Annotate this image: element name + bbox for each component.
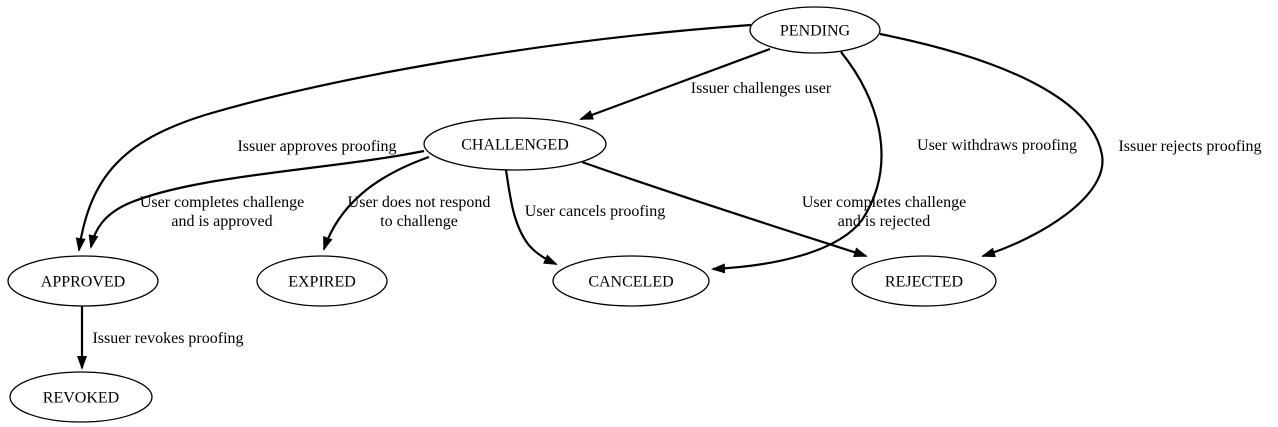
node-ellipse-revoked xyxy=(9,371,153,423)
edge-label-pending-to-rejected: Issuer rejects proofing xyxy=(1118,138,1261,155)
node-label-pending: PENDING xyxy=(780,23,851,40)
edge-pending-to-canceled xyxy=(711,51,883,274)
edge-label-challenged-to-expired-line2: to challenge xyxy=(380,213,458,230)
edges-layer xyxy=(75,23,1104,370)
node-ellipse-expired xyxy=(256,255,388,307)
edge-label-challenged-to-rejected-line2: and is rejected xyxy=(838,213,930,230)
node-approved: APPROVED xyxy=(7,255,159,307)
edge-label-challenged-to-rejected-line1: User completes challenge xyxy=(802,194,966,211)
edge-pending-to-rejected xyxy=(879,32,1104,258)
edge-label-pending-to-challenged: Issuer challenges user xyxy=(691,80,832,97)
node-ellipse-approved xyxy=(7,255,159,307)
node-label-canceled: CANCELED xyxy=(588,274,673,291)
node-ellipse-canceled xyxy=(552,255,710,307)
node-pending: PENDING xyxy=(749,6,881,54)
node-label-challenged: CHALLENGED xyxy=(461,137,569,154)
edge-label-challenged-to-expired-line1: User does not respond xyxy=(348,194,491,211)
node-challenged: CHALLENGED xyxy=(423,117,607,171)
edge-label-pending-to-approved: Issuer approves proofing xyxy=(237,138,396,155)
edge-challenged-to-approved xyxy=(88,149,425,249)
node-label-revoked: REVOKED xyxy=(43,390,119,407)
edge-challenged-to-rejected xyxy=(581,160,868,258)
edge-pending-to-approved xyxy=(75,23,752,252)
node-label-rejected: REJECTED xyxy=(885,274,963,291)
node-label-expired: EXPIRED xyxy=(288,274,356,291)
edge-label-challenged-to-approved-line1: User completes challenge xyxy=(140,194,304,211)
node-revoked: REVOKED xyxy=(9,371,153,423)
node-rejected: REJECTED xyxy=(851,255,997,307)
edge-label-challenged-to-canceled: User cancels proofing xyxy=(525,203,665,220)
edge-challenged-to-canceled xyxy=(504,169,558,266)
node-ellipse-challenged xyxy=(423,117,607,171)
edge-pending-to-challenged xyxy=(579,47,771,121)
edge-label-challenged-to-approved-line2: and is approved xyxy=(171,213,272,230)
node-label-approved: APPROVED xyxy=(41,274,125,291)
node-canceled: CANCELED xyxy=(552,255,710,307)
node-ellipse-rejected xyxy=(851,255,997,307)
edge-challenged-to-expired xyxy=(322,155,430,251)
edge-label-approved-to-revoked: Issuer revokes proofing xyxy=(92,330,243,347)
node-ellipse-pending xyxy=(749,6,881,54)
edge-label-pending-to-canceled: User withdraws proofing xyxy=(917,137,1077,154)
node-expired: EXPIRED xyxy=(256,255,388,307)
